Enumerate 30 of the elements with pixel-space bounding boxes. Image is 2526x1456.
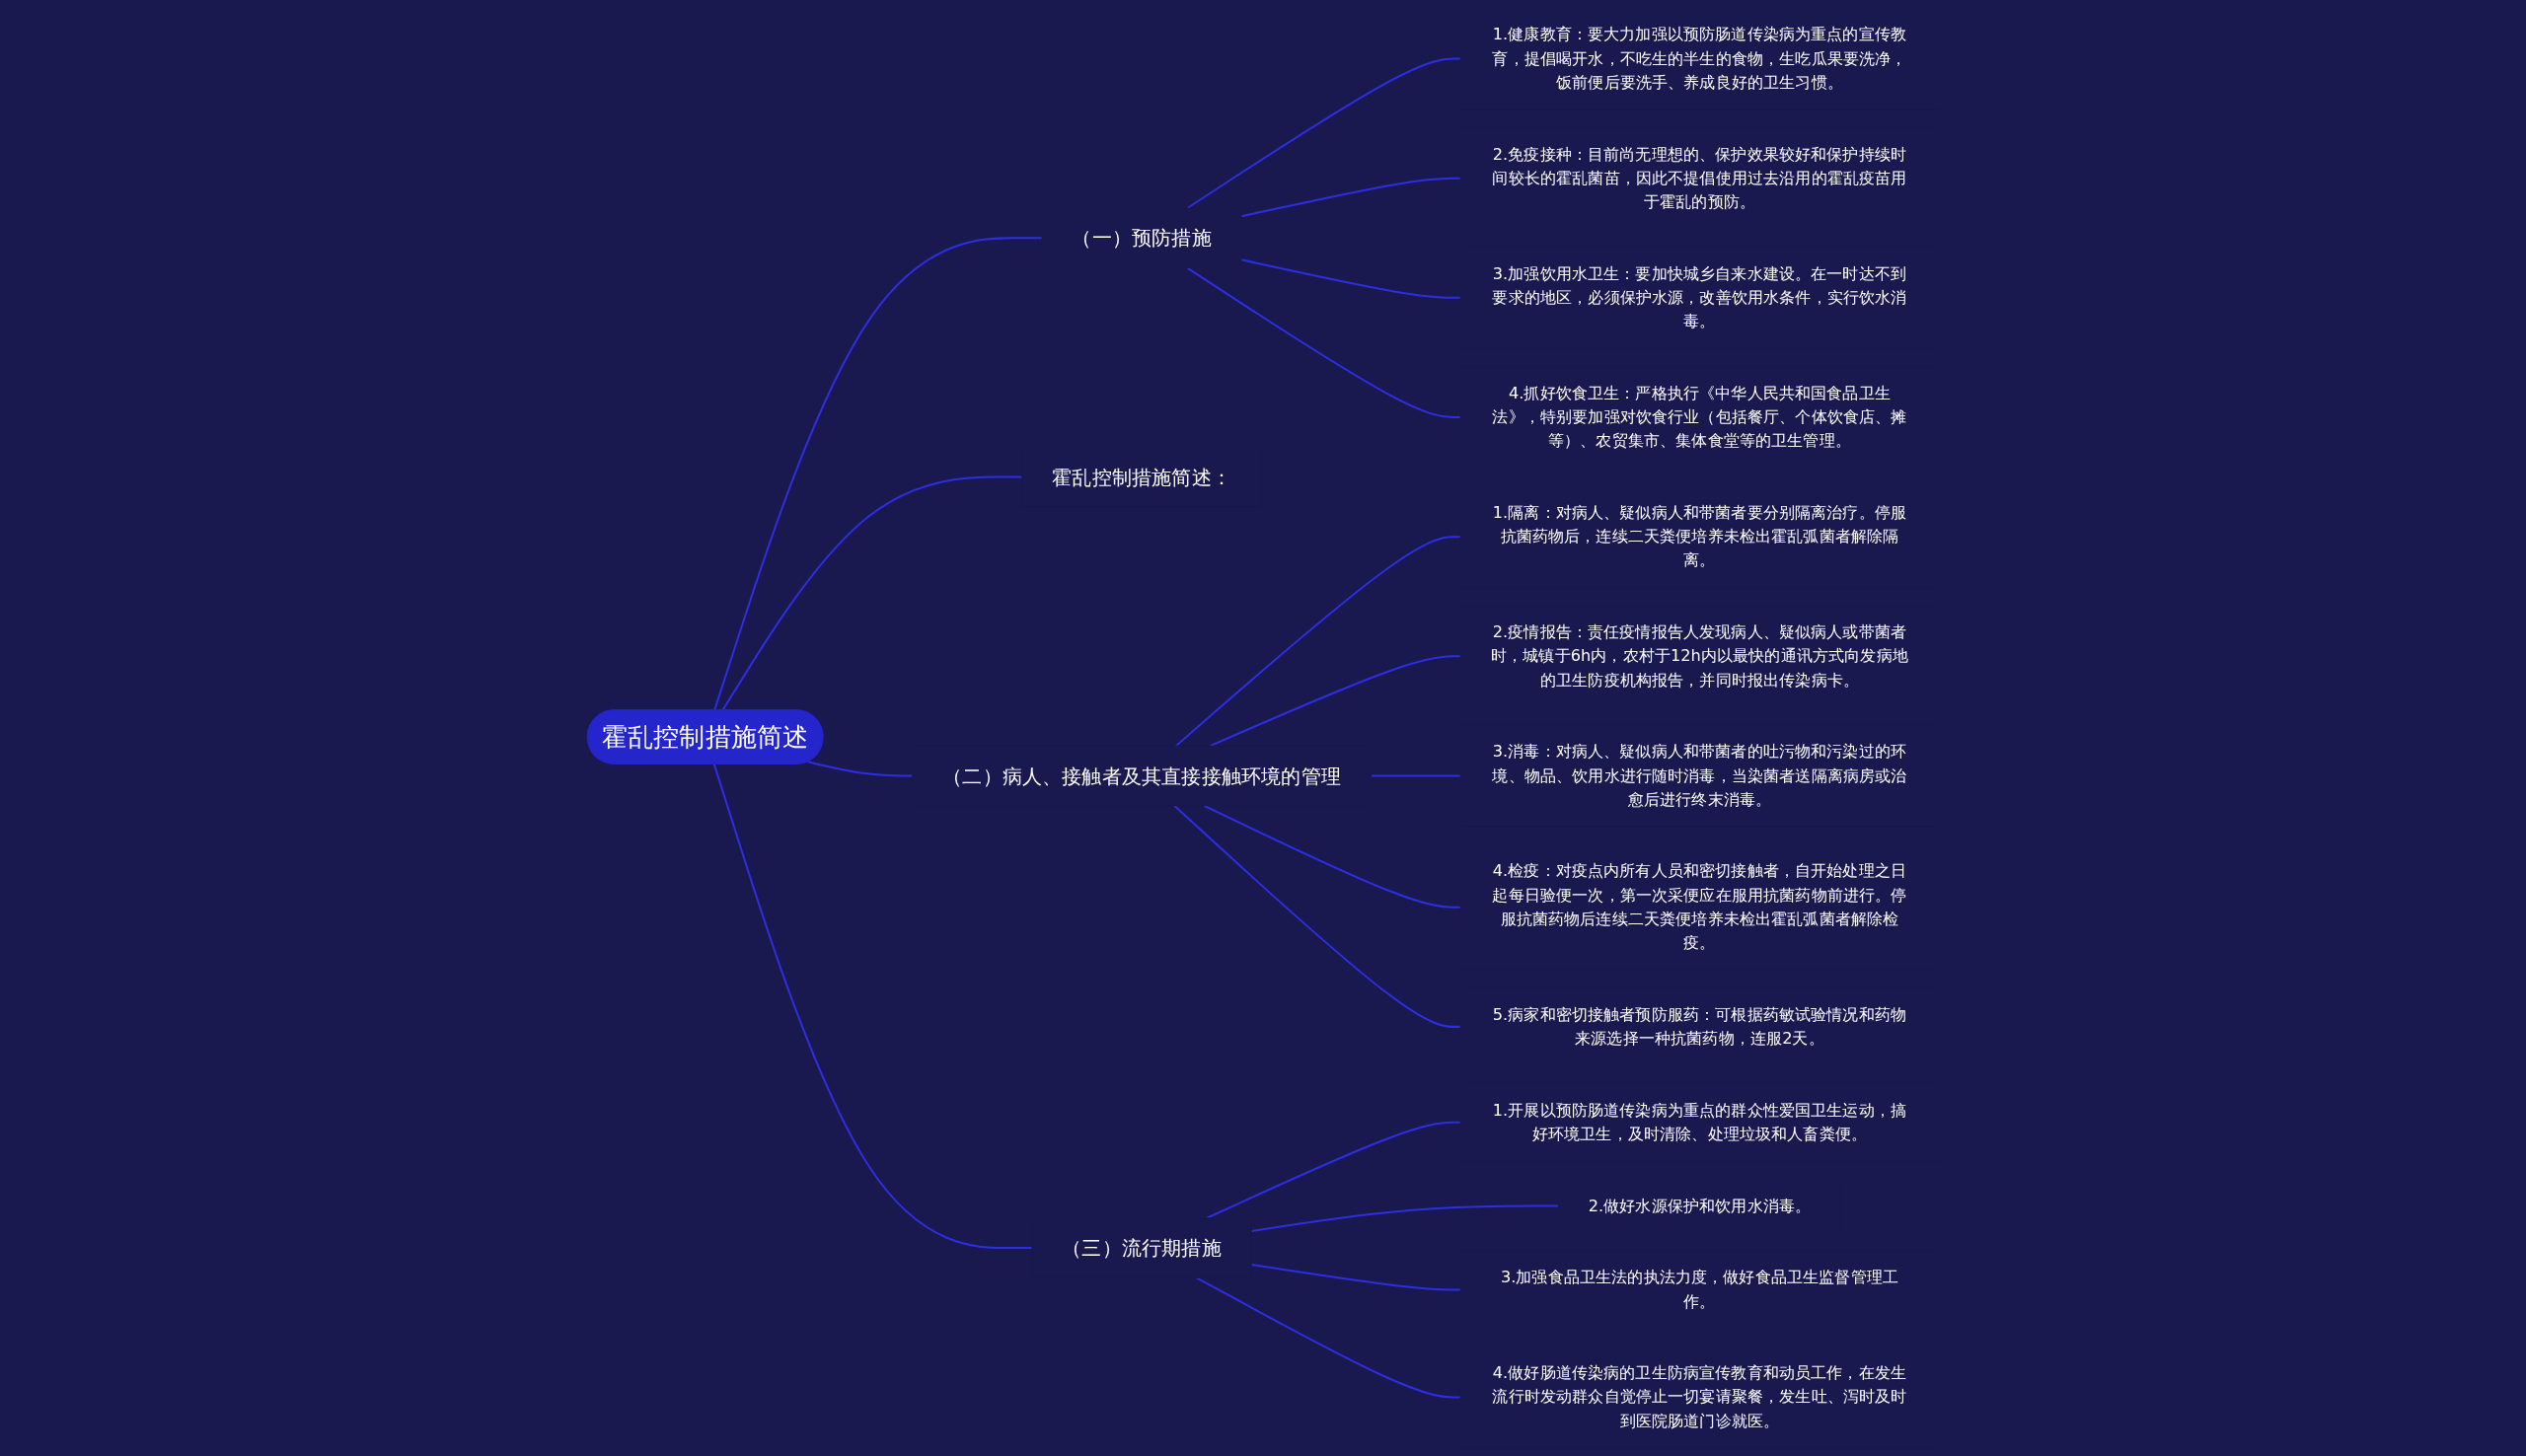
node-text: （一）预防措施: [1072, 226, 1212, 251]
connector: [1175, 536, 1461, 747]
connector: [713, 237, 1043, 711]
node-text: 5.病家和密切接触者预防服药：可根据药敏试验情况和药物来源选择一种抗菌药物，连服2天。: [1492, 1004, 1907, 1049]
connector: [1371, 774, 1461, 777]
connector: [712, 764, 1032, 1249]
connector: [1206, 1121, 1461, 1219]
node-text: 4.抓好饮食卫生：严格执行《中华人民共和国食品卫生法》，特别要加强对饮食行业（包括餐厅、个体饮食店、摊等）、农贸集市、集体食堂等的卫生管理。: [1492, 383, 1907, 451]
connector: [1186, 57, 1461, 209]
connector: [721, 475, 1022, 711]
node-text: 3.消毒：对病人、疑似病人和带菌者的吐污物和污染过的环境、物品、饮用水进行随时消毒，当染菌者送隔离病房或治愈后进行终末消毒。: [1492, 742, 1907, 809]
connector: [1196, 1276, 1461, 1399]
node-text: 1.健康教育：要大力加强以预防肠道传染病为重点的宣传教育，提倡喝开水，不吃生的半生的食物，生吃瓜果要洗净，饭前便后要洗手、养成良好的卫生习惯。: [1492, 25, 1907, 92]
node-text: 4.检疫：对疫点内所有人员和密切接触者，自开始处理之日起每日验便一次，第一次采便应在服用抗菌药物前进行。停服抗菌药物后连续二天粪便培养未检出霍乱弧菌者解除检疫。: [1492, 861, 1907, 953]
node-text: （三）流行期措施: [1062, 1235, 1222, 1261]
node-text: 2.疫情报告：责任疫情报告人发现病人、疑似病人或带菌者时，城镇于6h内，农村于12h内以最快的通讯方式向发病地的卫生防疫机构报告，并同时报出传染病卡。: [1491, 621, 1908, 690]
node-text: 4.做好肠道传染病的卫生防病宣传教育和动员工作，在发生流行时发动群众自觉停止一切宴请聚餐，发生吐、泻时及时到医院肠道门诊就医。: [1492, 1363, 1907, 1430]
node-text: 1.隔离：对病人、疑似病人和带菌者要分别隔离治疗。停服抗菌药物后，连续二天粪便培养未检出霍乱弧菌者解除隔离。: [1492, 502, 1907, 570]
node-text: 2.做好水源保护和饮用水消毒。: [1588, 1196, 1812, 1215]
node-text: 3.加强食品卫生法的执法力度，做好食品卫生监督管理工作。: [1500, 1268, 1898, 1311]
node-text: 霍乱控制措施简述：: [1052, 465, 1231, 489]
connector: [1186, 266, 1461, 418]
node-text: （二）病人、接触者及其直接接触环境的管理: [942, 764, 1341, 788]
connector: [1173, 805, 1461, 1028]
node-text: 3.加强饮用水卫生：要加快城乡自来水建设。在一时达不到要求的地区，必须保护水源，改善饮用水条件，实行饮水消毒。: [1492, 263, 1907, 331]
connector: [1210, 655, 1461, 748]
connector: [1203, 804, 1461, 909]
node-text: 1.开展以预防肠道传染病为重点的群众性爱国卫生运动，搞好环境卫生，及时清除、处理垃圾和人畜粪便。: [1492, 1100, 1907, 1143]
connector: [807, 761, 913, 777]
node-text: 2.免疫接种：目前尚无理想的、保护效果较好和保护持续时间较长的霍乱菌苗，因此不提倡使用过去沿用的霍乱疫苗用于霍乱的预防。: [1492, 144, 1907, 212]
